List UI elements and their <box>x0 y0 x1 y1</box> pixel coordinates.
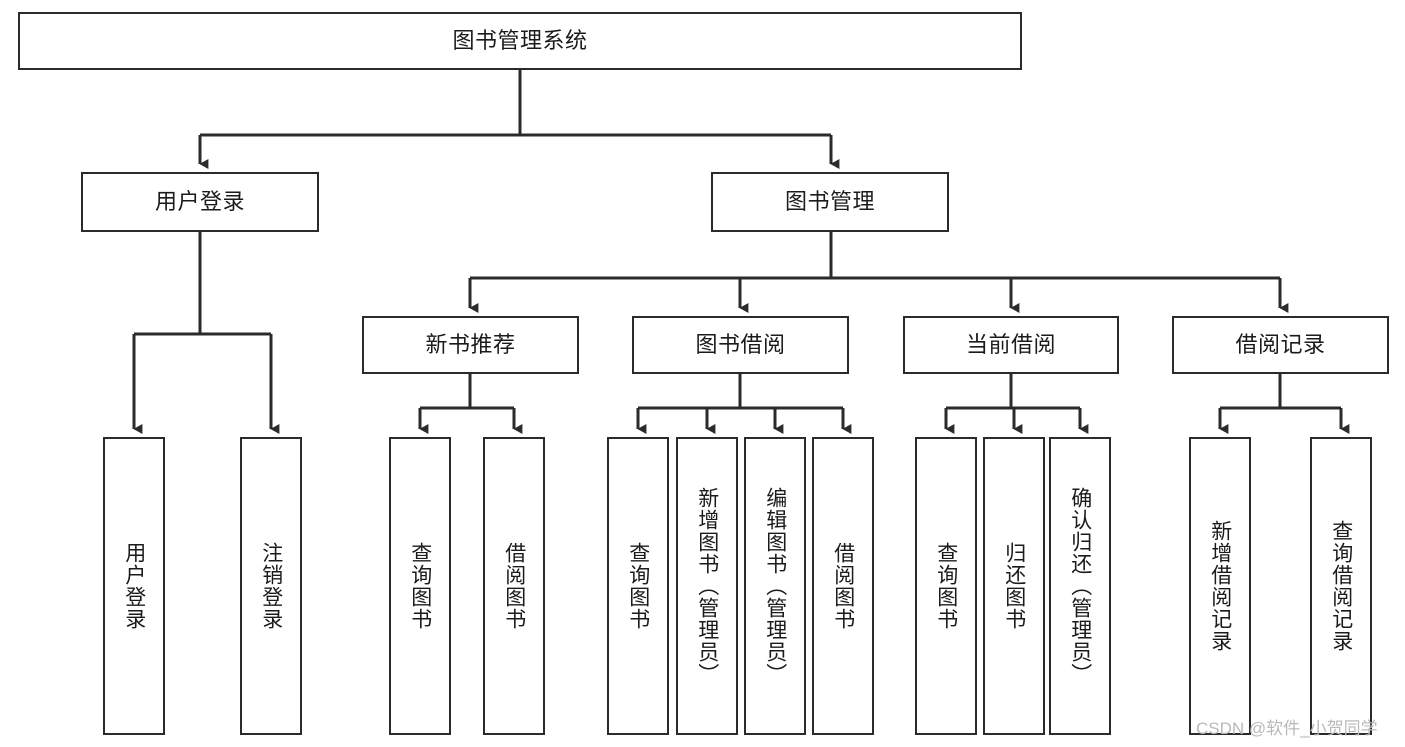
leaf-query-book-recommend[interactable]: 查询图书 <box>389 437 451 735</box>
leaf-query-book-borrow[interactable]: 查询图书 <box>607 437 669 735</box>
leaf-label: 新增图书（管理员） <box>695 487 719 685</box>
node-label: 新书推荐 <box>425 332 516 358</box>
leaf-borrow-book[interactable]: 借阅图书 <box>812 437 874 735</box>
leaf-borrow-book-recommend[interactable]: 借阅图书 <box>483 437 545 735</box>
node-label: 图书管理系统 <box>452 28 588 54</box>
node-user-login[interactable]: 用户登录 <box>81 172 319 232</box>
leaf-return-book[interactable]: 归还图书 <box>983 437 1045 735</box>
leaf-label: 借阅图书 <box>502 542 526 630</box>
node-label: 借阅记录 <box>1235 332 1326 358</box>
node-borrow-record[interactable]: 借阅记录 <box>1172 316 1389 374</box>
leaf-label: 查询图书 <box>934 542 958 630</box>
leaf-label: 归还图书 <box>1002 542 1026 630</box>
node-root[interactable]: 图书管理系统 <box>18 12 1022 70</box>
leaf-confirm-return-admin[interactable]: 确认归还（管理员） <box>1049 437 1111 735</box>
leaf-edit-book-admin[interactable]: 编辑图书（管理员） <box>744 437 806 735</box>
node-book-management[interactable]: 图书管理 <box>711 172 949 232</box>
node-label: 用户登录 <box>154 189 245 215</box>
leaf-label: 新增借阅记录 <box>1208 520 1232 652</box>
leaf-label: 借阅图书 <box>831 542 855 630</box>
csdn-watermark: CSDN @软件_小贺同学 <box>1196 719 1378 738</box>
leaf-label: 注销登录 <box>259 542 283 630</box>
leaf-label: 查询图书 <box>408 542 432 630</box>
leaf-logout[interactable]: 注销登录 <box>240 437 302 735</box>
node-new-book-recommend[interactable]: 新书推荐 <box>362 316 579 374</box>
node-label: 图书管理 <box>784 189 875 215</box>
leaf-query-book-current[interactable]: 查询图书 <box>915 437 977 735</box>
leaf-label: 用户登录 <box>122 542 146 630</box>
leaf-add-book-admin[interactable]: 新增图书（管理员） <box>676 437 738 735</box>
leaf-label: 确认归还（管理员） <box>1068 487 1092 685</box>
node-label: 当前借阅 <box>965 332 1056 358</box>
node-book-borrow[interactable]: 图书借阅 <box>632 316 849 374</box>
leaf-user-login[interactable]: 用户登录 <box>103 437 165 735</box>
leaf-query-borrow-record[interactable]: 查询借阅记录 <box>1310 437 1372 735</box>
node-label: 图书借阅 <box>695 332 786 358</box>
leaf-label: 编辑图书（管理员） <box>763 487 787 685</box>
leaf-label: 查询借阅记录 <box>1329 520 1353 652</box>
leaf-label: 查询图书 <box>626 542 650 630</box>
node-current-borrow[interactable]: 当前借阅 <box>903 316 1119 374</box>
leaf-add-borrow-record[interactable]: 新增借阅记录 <box>1189 437 1251 735</box>
